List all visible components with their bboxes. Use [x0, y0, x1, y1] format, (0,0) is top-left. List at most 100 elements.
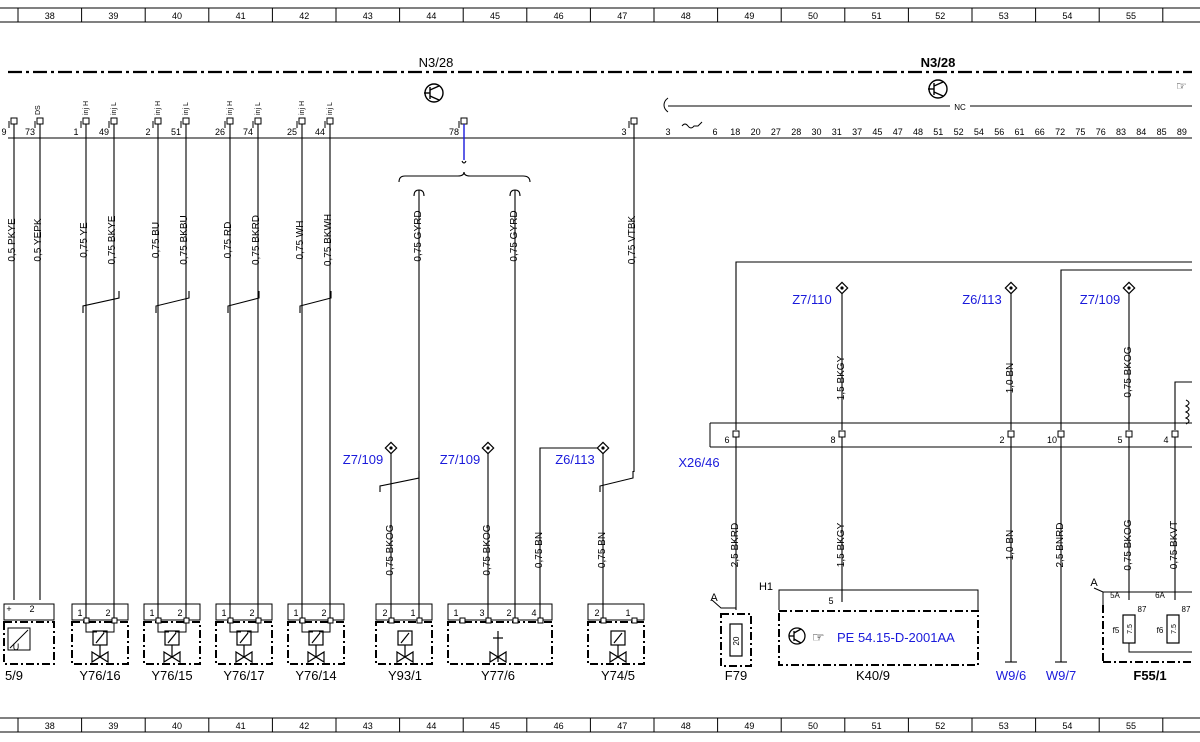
connector-pin-number: 84 [1136, 127, 1146, 137]
connector-pin-number: 72 [1055, 127, 1065, 137]
k40-reference-link[interactable]: PE 54.15-D-2001AA [837, 630, 955, 645]
k40-9-relay-box [778, 589, 979, 666]
y76-valve-pin [111, 617, 118, 624]
x59-sensor-mark [9, 629, 29, 649]
y76-valve-valve-body [235, 650, 253, 664]
ruler-col-label: 44 [426, 721, 436, 731]
x59-sensor-label: U [13, 642, 20, 652]
ruler-col-label: 55 [1126, 721, 1136, 731]
x26-pin-number: 4 [1163, 435, 1168, 445]
y77-valve-housing [447, 621, 553, 665]
connector-pin-number: 56 [994, 127, 1004, 137]
component-label: Y93/1 [388, 668, 422, 683]
ground-dot [601, 446, 605, 450]
supply-lines [735, 261, 1192, 430]
ruler-col-label: 42 [299, 721, 309, 731]
wire-label: 0,75 BKBU [179, 215, 190, 264]
y93-valve-pin [388, 617, 395, 624]
ground-dot [1127, 286, 1131, 290]
pin-number: 25 [287, 127, 297, 137]
ruler-col-label: 51 [872, 11, 882, 21]
n3-label-left: N3/28 [419, 55, 454, 70]
y77-valve-pin [512, 617, 519, 624]
ground-dot [486, 446, 490, 450]
n3-28-control-unit [8, 70, 1192, 139]
pointer-hand-icon: ☞ [1176, 79, 1187, 93]
label-a1: A [710, 592, 718, 604]
x26-pin-number: 6 [724, 435, 729, 445]
wire [539, 447, 603, 618]
x26-pin [1171, 430, 1179, 438]
component-label: Y74/5 [601, 668, 635, 683]
component-label: Y76/14 [295, 668, 336, 683]
y76-valve-coil-mark [239, 632, 249, 644]
wire-label: 0,75 BKVT [1169, 521, 1180, 569]
twisted-pair-marks [82, 160, 634, 492]
y76-valve-header [215, 603, 273, 621]
ruler-col-label: 47 [617, 11, 627, 21]
y76-valve-pin [327, 617, 334, 624]
fuse-rating-6: 7.5 [1171, 624, 1178, 634]
wire-label: 0,75 GYRD [509, 210, 520, 261]
y76-valve-pin [255, 617, 262, 624]
pin-socket [36, 117, 44, 125]
connector-pin-number: 18 [730, 127, 740, 137]
x26-pin [732, 430, 740, 438]
pin-socket [110, 117, 118, 125]
wire-label: 0,5 YEPK [33, 218, 44, 262]
connector-pin-number: 37 [852, 127, 862, 137]
fuse-6a: 6A [1155, 591, 1165, 600]
transistor-icon [424, 83, 444, 103]
nc-bracket [663, 97, 1192, 113]
y74-valve-pin [631, 617, 638, 624]
x26-label: X26/46 [678, 455, 719, 470]
transistor-icon-right [928, 79, 948, 99]
pin-number: 73 [25, 127, 35, 137]
y74-valve-coil-mark [613, 632, 623, 644]
ruler-col-label: 39 [108, 721, 118, 731]
ruler-col-label: 46 [554, 11, 564, 21]
y76-valve-pin-label: 2 [177, 608, 182, 618]
pin-socket [254, 117, 262, 125]
ruler-col-label: 41 [236, 721, 246, 731]
y76-valve-housing [143, 621, 201, 665]
wire-hook [509, 189, 521, 197]
y76-valve-housing [215, 621, 273, 665]
x59-header [3, 603, 55, 621]
pin-subtitle: inj H [299, 101, 306, 115]
ruler-col-label: 49 [744, 11, 754, 21]
switch-symbol [681, 121, 703, 129]
x26-46-connector [709, 422, 1192, 448]
k40-pin-5: 5 [828, 596, 833, 606]
pin-subtitle: inj L [111, 102, 118, 115]
connector-pin-number: 45 [872, 127, 882, 137]
y76-valve-pin-label: 1 [149, 608, 154, 618]
ruler-col-label: 41 [236, 11, 246, 21]
component-label: Y77/6 [481, 668, 515, 683]
wire-label: 0,75 YE [79, 222, 90, 258]
ruler-col-label: 52 [935, 11, 945, 21]
y93-valve-pin-label: 1 [410, 608, 415, 618]
pin-subtitle: inj L [255, 102, 262, 115]
x26-pin [1057, 430, 1065, 438]
ruler-col-label: 48 [681, 721, 691, 731]
wire-label: 0,75 WH [295, 221, 306, 260]
pin-socket [10, 117, 18, 125]
y93-valve-pin [416, 617, 423, 624]
pin-number: 51 [171, 127, 181, 137]
ruler-col-label: 49 [744, 721, 754, 731]
y77-valve-pin-label: 4 [531, 608, 536, 618]
fuse-rating-5: 7.5 [1127, 624, 1134, 634]
x59-pin-label: 2 [29, 604, 34, 614]
y76-valve-pin [227, 617, 234, 624]
y76-valve-pin-label: 2 [249, 608, 254, 618]
wire-label: 0,75 BKOG [1123, 519, 1134, 570]
fuse-pin-87a: 87 [1138, 605, 1147, 614]
y76-valve-coil-mark [167, 632, 177, 644]
connector-pin-number: 30 [811, 127, 821, 137]
connector-pin-number: 47 [893, 127, 903, 137]
y77-valve-pin [459, 617, 466, 624]
component-label: W9/7 [1046, 668, 1076, 683]
